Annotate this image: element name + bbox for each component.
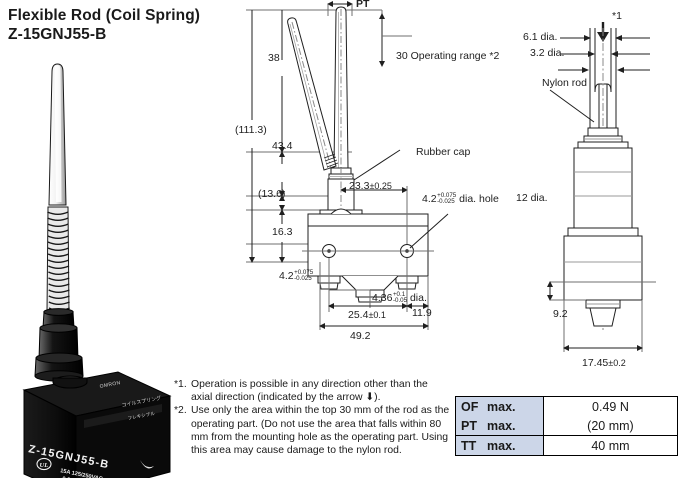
footnote-1-text: Operation is possible in any direction o…: [191, 379, 428, 404]
rod-deflected-graphic: [287, 17, 339, 171]
asterisk-1-label: *1: [612, 10, 622, 22]
page-title: Flexible Rod (Coil Spring) Z-15GNJ55-B: [8, 6, 200, 44]
operating-range-label: 30 Operating range *2: [396, 50, 500, 62]
spec-value-of: 0.49 N: [542, 396, 678, 416]
dim-13-6-label: (13.6): [258, 188, 286, 200]
footnotes: *1. Operation is possible in any directi…: [174, 378, 452, 457]
dim-16-3: [279, 209, 285, 263]
spec-key-pt: PT max.: [455, 416, 544, 436]
dim-operating-range: [379, 13, 412, 67]
footnote-2-marker: *2.: [174, 405, 187, 417]
dim-23-3-label: 23.3±0.25: [349, 180, 392, 192]
dim-25-4: [328, 303, 408, 309]
title-line-2: Z-15GNJ55-B: [8, 26, 107, 43]
spec-row-tt: TT max. 40 mm: [455, 435, 678, 456]
dim-49-2-label: 49.2: [350, 330, 371, 342]
dim-12-label: 12 dia.: [516, 192, 548, 204]
rating-marking-1: 15A 125/250VAC: [60, 468, 104, 478]
dim-9-2: [547, 281, 586, 301]
dim-38-label: 38: [268, 52, 280, 64]
dim-25-4-label: 25.4±0.1: [348, 309, 386, 321]
spec-row-pt: PT max. (20 mm): [455, 416, 678, 436]
rod-upright-graphic: [333, 6, 349, 169]
dim-13-6: [279, 195, 285, 211]
dim-16-3-label: 16.3: [272, 226, 293, 238]
dim-6-1: [560, 35, 650, 41]
dim-12: [558, 67, 650, 73]
dim-17-45-label: 17.45±0.2: [582, 357, 626, 369]
nylon-rod-graphic: [48, 63, 67, 206]
pt-label: PT: [356, 0, 370, 10]
spec-key-of-name: OF: [461, 399, 479, 414]
footnote-1: *1. Operation is possible in any directi…: [174, 378, 452, 404]
title-line-1: Flexible Rod (Coil Spring): [8, 7, 201, 24]
spec-key-pt-name: PT: [461, 418, 477, 433]
dim-17-45: [563, 300, 643, 352]
rubber-cap-label: Rubber cap: [416, 146, 471, 158]
dim-6-1-label: 6.1 dia.: [523, 31, 558, 43]
dim-23-3: [340, 186, 408, 244]
side-body-graphic: [550, 127, 656, 327]
footnote-1-marker: *1.: [174, 379, 187, 390]
spec-value-pt: (20 mm): [542, 416, 678, 436]
brand-marking: OMRON: [99, 380, 121, 390]
leader-hole: [409, 213, 449, 249]
dim-11-9: [406, 303, 429, 309]
dim-3-2-label: 3.2 dia.: [530, 47, 565, 59]
product-illustration: Z-15GNJ55-B 15A 125/250VAC 0.6A 125VDC 0…: [0, 60, 175, 478]
dim-43-4-label: 43.4: [272, 140, 293, 152]
dim-4-2-hole-label: 4.2+0.075-0.025 dia. hole: [422, 192, 499, 206]
dim-43-4: [279, 151, 285, 197]
nylon-rod-label: Nylon rod: [542, 77, 587, 89]
jp-marking-2: フレキシブル: [127, 410, 156, 421]
footnote-2: *2. Use only the area within the top 30 …: [174, 404, 452, 457]
dim-4-2-left-label: 4.2+0.075-0.025: [279, 269, 314, 283]
spec-key-pt-qualifier: max.: [487, 418, 516, 433]
spec-table: OF max. 0.49 N PT max. (20 mm) TT max. 40 m…: [455, 396, 678, 456]
spec-key-tt-name: TT: [461, 438, 477, 453]
spec-value-tt: 40 mm: [542, 435, 678, 456]
leader-rubber-cap: [353, 149, 401, 181]
side-view-drawing: [520, 0, 678, 372]
ul-certification-mark: UL: [36, 457, 52, 471]
spec-key-of-qualifier: max.: [487, 399, 516, 414]
spec-key-tt-qualifier: max.: [487, 438, 516, 453]
dim-9-2-label: 9.2: [553, 308, 568, 320]
leader-nylon-rod: [549, 89, 595, 123]
dim-3-2: [560, 51, 650, 57]
switch-body-front-graphic: [302, 208, 434, 308]
dim-111-3-label: (111.3): [235, 124, 267, 136]
dim-pt: [327, 1, 353, 16]
spec-key-tt: TT max.: [455, 435, 544, 456]
svg-text:UL: UL: [40, 462, 49, 469]
rod-inner-graphic: [594, 28, 612, 128]
coil-spring-graphic: [46, 206, 70, 313]
switch-body-graphic: [22, 371, 172, 478]
dim-11-9-label: 11.9: [412, 307, 432, 319]
dim-49-2: [319, 323, 429, 329]
rod-outer-graphic: [589, 28, 617, 128]
footnote-2-text: Use only the area within the top 30 mm o…: [191, 405, 450, 457]
dim-38: [279, 10, 285, 153]
dim-111-3: [249, 10, 255, 263]
rubber-cap-graphic: [327, 167, 355, 244]
spec-row-of: OF max. 0.49 N: [455, 396, 678, 416]
dim-4-36: [319, 258, 429, 330]
spec-key-of: OF max.: [455, 396, 544, 416]
rod-bushing-graphic: [34, 308, 84, 382]
front-view-drawing: [232, 0, 480, 352]
dim-4-36-label: 4.36+0.1-0.05 dia.: [372, 291, 427, 305]
